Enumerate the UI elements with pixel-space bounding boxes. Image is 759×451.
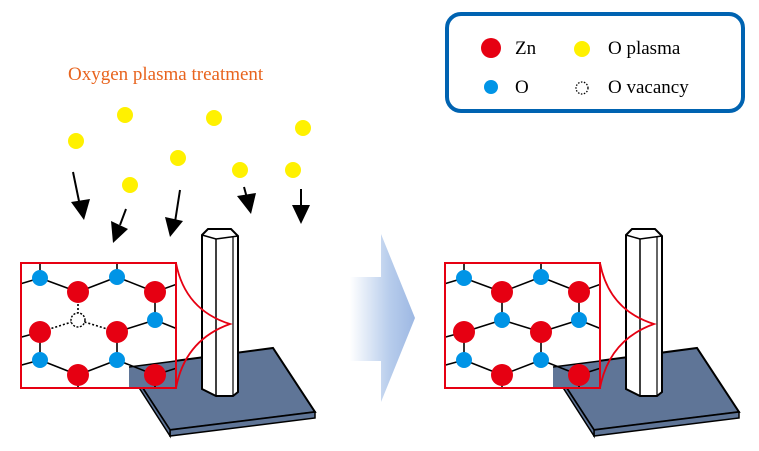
zn-atom — [491, 281, 513, 303]
o-plasma-particle — [295, 120, 311, 136]
panel-after — [444, 228, 741, 439]
zn-atom — [67, 364, 89, 386]
zn-atom — [67, 281, 89, 303]
lattice-frame — [444, 262, 601, 389]
o-plasma-particle — [122, 177, 138, 193]
zn-atom — [568, 364, 590, 386]
o-vacancy — [70, 312, 86, 328]
o-atom — [109, 269, 125, 285]
down-arrow-icon — [237, 186, 256, 214]
panel-before — [20, 228, 317, 439]
down-arrow-icon — [165, 189, 183, 237]
zn-atom — [491, 364, 513, 386]
o-plasma-particle — [170, 150, 186, 166]
zn-legend-icon — [481, 38, 501, 58]
vacancy-bond — [77, 319, 118, 333]
o-atom — [109, 352, 125, 368]
zoom-callout-curve — [599, 262, 657, 389]
zn-atom — [144, 281, 166, 303]
o-plasma-legend-icon — [574, 41, 590, 57]
legend-label-o-vacancy: O vacancy — [608, 77, 689, 98]
o-plasma-particle — [285, 162, 301, 178]
zno-nanorod — [201, 228, 239, 397]
o-plasma-particle — [232, 162, 248, 178]
legend-label-o: O — [515, 77, 529, 98]
o-legend-icon — [484, 80, 498, 94]
o-vacancy-legend-icon — [575, 81, 589, 95]
substrate-corner-edge — [128, 360, 176, 368]
o-atom — [32, 270, 48, 286]
substrate-corner-edge — [552, 360, 600, 368]
down-arrow-icon — [71, 171, 90, 220]
lattice-frame — [20, 262, 177, 389]
o-atom — [456, 352, 472, 368]
down-arrow-icon — [292, 189, 310, 224]
legend-label-o-plasma: O plasma — [608, 38, 681, 59]
lattice — [21, 263, 176, 388]
zn-atom — [106, 321, 128, 343]
o-atom — [533, 352, 549, 368]
zn-atom — [29, 321, 51, 343]
down-arrow-icon — [111, 208, 128, 243]
zn-atom — [453, 321, 475, 343]
o-atom — [571, 312, 587, 328]
o-atom — [494, 312, 510, 328]
zoom-callout-curve — [175, 262, 233, 389]
zn-atom — [144, 364, 166, 386]
o-atom — [147, 312, 163, 328]
o-plasma-particle — [117, 107, 133, 123]
transition-arrow-icon — [350, 234, 415, 402]
legend: Zn O plasma O O vacancy — [445, 12, 745, 113]
o-plasma-particles — [68, 107, 311, 193]
legend-label-zn: Zn — [515, 38, 537, 59]
zn-atom — [530, 321, 552, 343]
legend-box — [445, 12, 745, 113]
plasma-arrows — [71, 171, 310, 243]
zno-nanorod — [625, 228, 663, 397]
o-atom — [456, 270, 472, 286]
o-plasma-particle — [206, 110, 222, 126]
treatment-title: Oxygen plasma treatment — [68, 64, 264, 85]
zn-atom — [568, 281, 590, 303]
o-atom — [533, 269, 549, 285]
o-plasma-particle — [68, 133, 84, 149]
lattice — [445, 263, 600, 388]
o-atom — [32, 352, 48, 368]
